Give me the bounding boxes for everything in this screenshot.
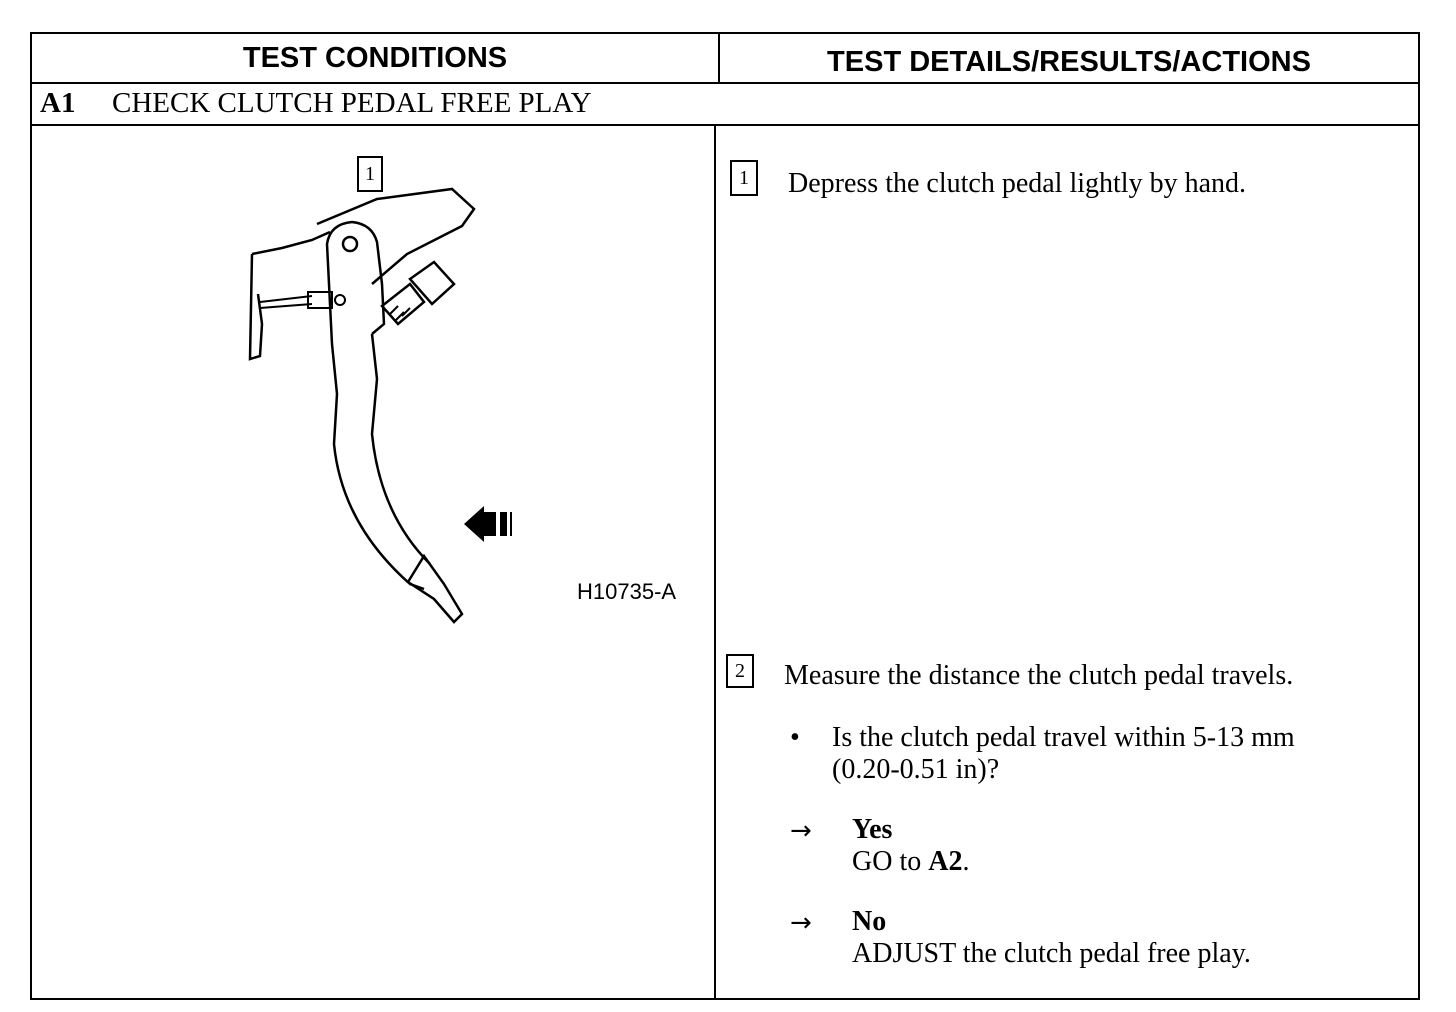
yes-action-target: A2 (928, 846, 963, 877)
figure-callout-number: 1 (365, 162, 375, 185)
figure-id: H10735-A (577, 579, 677, 604)
clutch-pedal-illustration (248, 187, 512, 624)
step2-number-box: 2 (726, 654, 754, 688)
yes-action-prefix: GO to (852, 846, 929, 877)
header-test-conditions: TEST CONDITIONS (242, 41, 508, 74)
yes-action-suffix: . (962, 846, 970, 877)
step1-number: 1 (739, 166, 749, 189)
figure-callout-box: 1 (357, 156, 383, 192)
test-table: TEST CONDITIONS TEST DETAILS/RESULTS/ACT… (30, 32, 1420, 1000)
column-divider (714, 126, 716, 1000)
step2-number: 2 (735, 659, 745, 682)
yes-label: Yes (852, 814, 893, 845)
question-bullet: • (790, 722, 800, 753)
step-code: A1 (40, 87, 76, 119)
step2-text: Measure the distance the clutch pedal tr… (784, 660, 1294, 691)
no-label: No (852, 906, 887, 937)
question-line-1: Is the clutch pedal travel within 5-13 m… (832, 722, 1295, 753)
step1-number-box: 1 (730, 160, 758, 196)
step1-text: Depress the clutch pedal lightly by hand… (788, 168, 1246, 199)
yes-arrow-icon: → (790, 816, 812, 846)
step-title: CHECK CLUTCH PEDAL FREE PLAY (112, 87, 592, 119)
header-test-details: TEST DETAILS/RESULTS/ACTIONS (718, 34, 1418, 82)
no-arrow-icon: → (790, 908, 812, 938)
no-action: ADJUST the clutch pedal free play. (852, 938, 1251, 969)
question-line-2: (0.20-0.51 in)? (832, 754, 1000, 785)
table-header-row: TEST CONDITIONS TEST DETAILS/RESULTS/ACT… (32, 34, 1418, 84)
step-title-row: A1 CHECK CLUTCH PEDAL FREE PLAY (32, 84, 1418, 126)
yes-action: GO to A2. (852, 846, 969, 878)
